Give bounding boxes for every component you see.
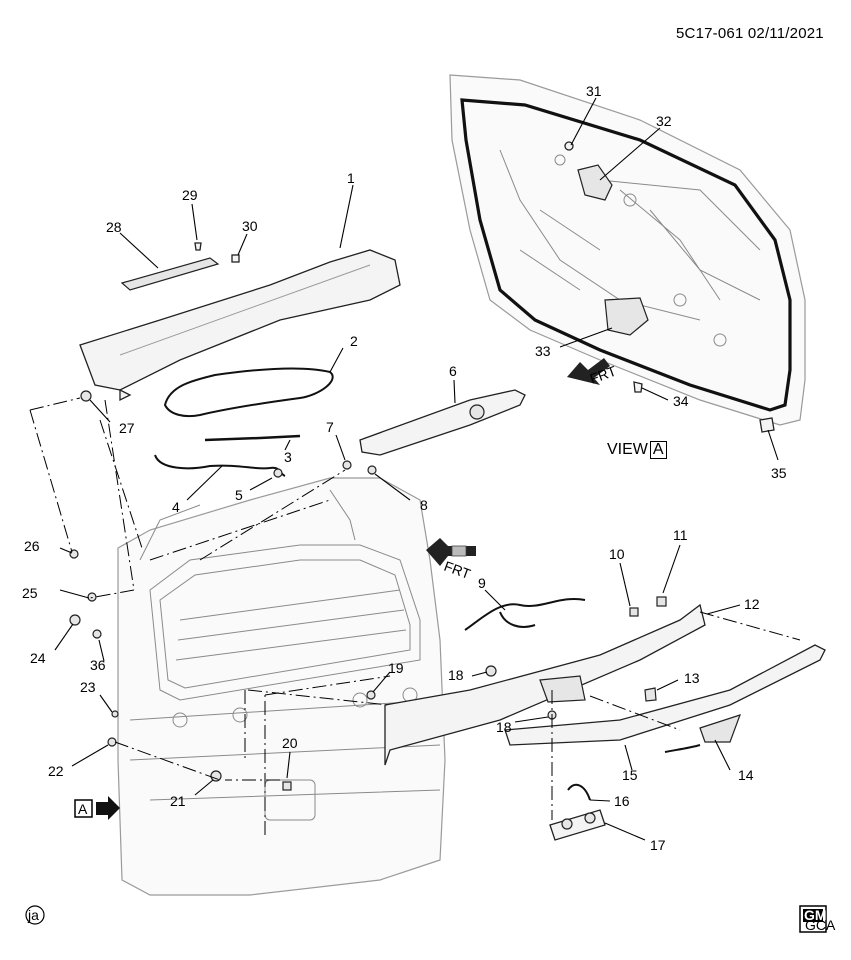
callout-2: 2 xyxy=(350,333,358,349)
license-harness xyxy=(464,598,586,631)
liftgate-applique xyxy=(384,603,706,766)
callout-9: 9 xyxy=(478,575,486,591)
diagram-date: 02/11/2021 xyxy=(747,25,824,42)
callout-13: 13 xyxy=(684,670,700,686)
callout-18: 18 xyxy=(448,667,464,683)
svg-text:FRT: FRT xyxy=(442,558,473,582)
callout-28: 28 xyxy=(106,219,122,235)
callout-6: 6 xyxy=(449,363,457,379)
liftgate-inner-view xyxy=(449,74,806,433)
lamp-harness-16 xyxy=(567,783,591,801)
callout-1: 1 xyxy=(347,170,355,186)
callout-31: 31 xyxy=(586,83,602,99)
frt-arrow-lower: FRT xyxy=(426,538,476,582)
chmsl-lamp xyxy=(342,389,526,475)
callout-19: 19 xyxy=(388,660,404,676)
wiring-harness-4 xyxy=(154,454,286,477)
callout-26: 26 xyxy=(24,538,40,554)
callout-4: 4 xyxy=(172,499,180,515)
gm-logo: GM GCA xyxy=(799,905,836,933)
callout-27: 27 xyxy=(119,420,135,436)
svg-text:A: A xyxy=(78,801,88,817)
callout-21: 21 xyxy=(170,793,186,809)
callout-numbers: 1 2 3 4 5 6 7 8 9 10 11 12 13 14 15 16 1… xyxy=(22,83,787,853)
callout-30: 30 xyxy=(242,218,258,234)
view-a-box: A xyxy=(649,441,667,459)
diagram-code: 5C17-061 xyxy=(676,25,744,42)
callout-17: 17 xyxy=(650,837,666,853)
callout-3: 3 xyxy=(284,449,292,465)
callout-24: 24 xyxy=(30,650,46,666)
callout-10: 10 xyxy=(609,546,625,562)
washer-hose xyxy=(204,434,301,442)
clip-5 xyxy=(273,468,283,478)
svg-text:FRT: FRT xyxy=(588,362,619,386)
callout-32: 32 xyxy=(656,113,672,129)
callout-25: 25 xyxy=(22,585,38,601)
callout-11: 11 xyxy=(673,527,688,543)
emblem xyxy=(664,714,741,753)
spoiler-harness xyxy=(163,367,334,418)
callout-18: 18 xyxy=(496,719,512,735)
liftgate-panel xyxy=(117,477,446,896)
frt-arrow-upper: FRT xyxy=(567,358,619,387)
license-lamp xyxy=(549,809,606,841)
callout-35: 35 xyxy=(771,465,787,481)
diagram-header: 5C17-061 02/11/2021 xyxy=(676,25,824,42)
callout-8: 8 xyxy=(420,497,428,513)
callout-7: 7 xyxy=(326,419,334,435)
callout-16: 16 xyxy=(614,793,630,809)
leader-lines xyxy=(29,97,801,841)
rear-spoiler xyxy=(79,249,401,402)
corner-code: ja xyxy=(25,905,45,925)
callout-23: 23 xyxy=(80,679,96,695)
callout-33: 33 xyxy=(535,343,551,359)
callout-34: 34 xyxy=(673,393,689,409)
callout-22: 22 xyxy=(48,763,64,779)
callout-29: 29 xyxy=(182,187,198,203)
callout-20: 20 xyxy=(282,735,298,751)
callout-5: 5 xyxy=(235,487,243,503)
callout-36: 36 xyxy=(90,657,106,673)
svg-text:ja: ja xyxy=(27,907,39,923)
callout-15: 15 xyxy=(622,767,638,783)
svg-text:GM: GM xyxy=(804,907,827,923)
callout-14: 14 xyxy=(738,767,754,783)
applique-molding xyxy=(504,644,826,746)
callout-12: 12 xyxy=(744,596,760,612)
spoiler-bracket xyxy=(120,242,240,291)
view-a-arrow: A xyxy=(74,796,120,820)
svg-text:GCA: GCA xyxy=(805,917,836,933)
